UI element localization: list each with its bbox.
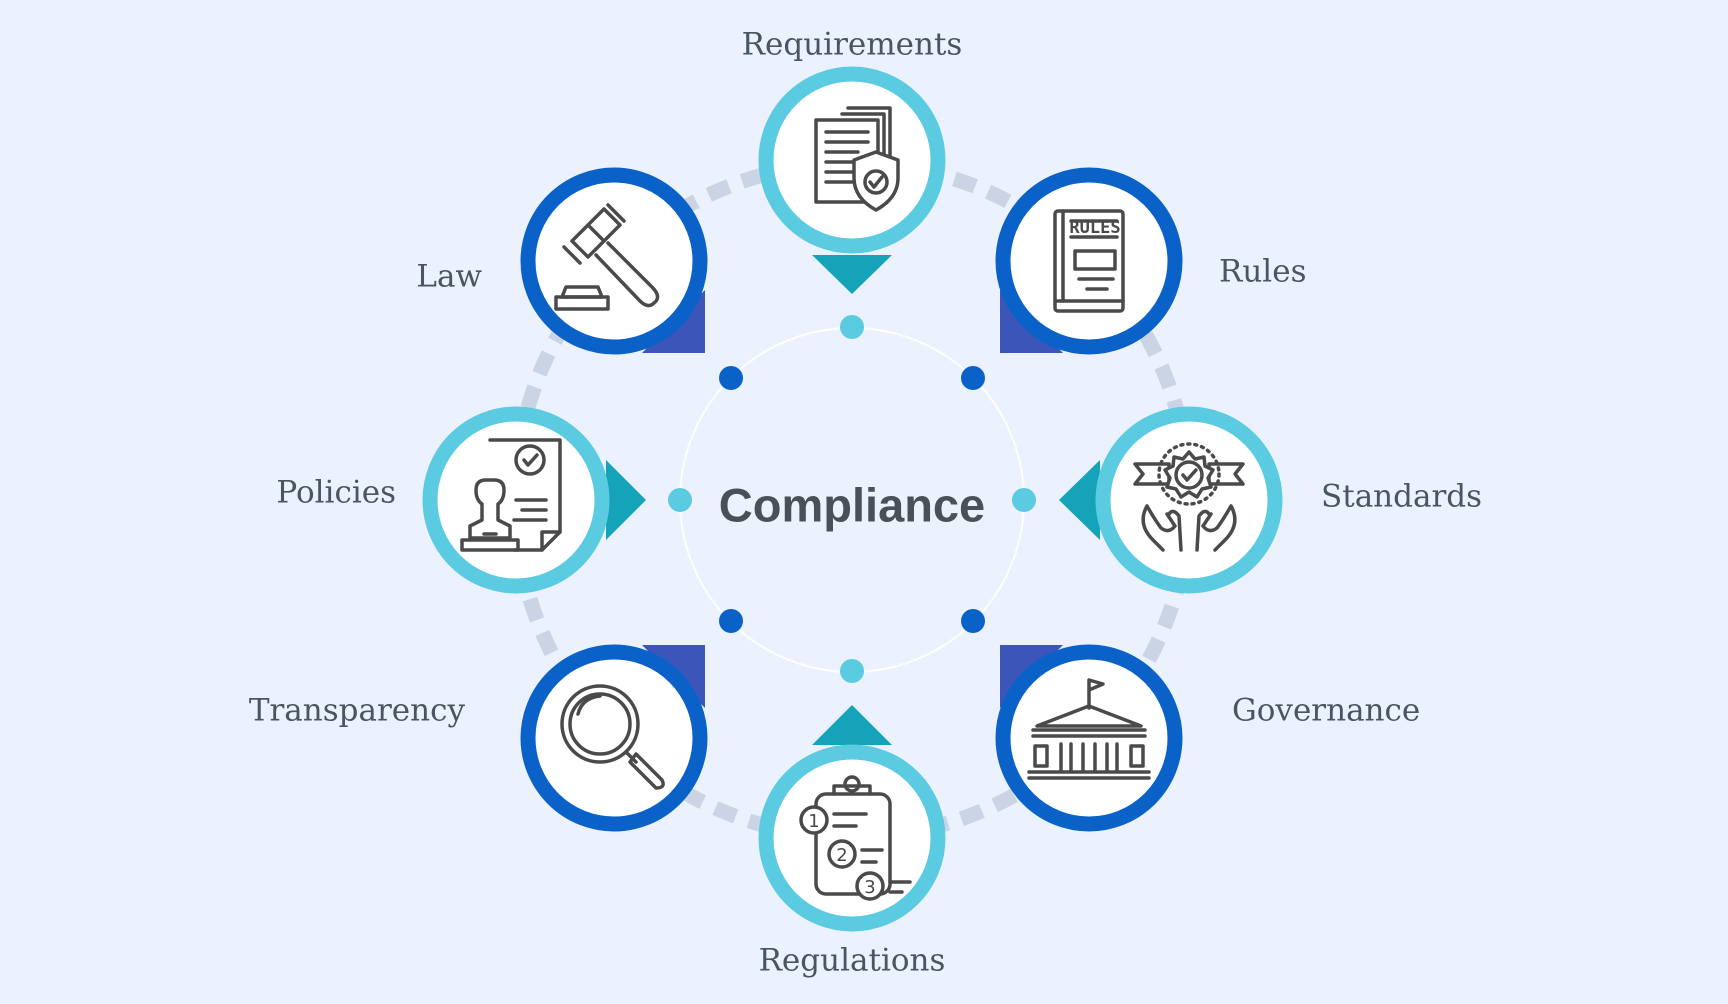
node-ring — [520, 644, 708, 832]
ring-dot — [1012, 488, 1036, 512]
node-layer: RULES 123 — [422, 66, 1283, 932]
node-pointer — [812, 255, 892, 294]
node-label-requirements: Requirements — [741, 26, 963, 63]
node-regulations: 123 — [758, 705, 946, 932]
node-standards — [1059, 406, 1283, 594]
government-building-icon — [1027, 678, 1151, 780]
node-label-rules: Rules — [1219, 253, 1307, 290]
node-label-governance: Governance — [1232, 692, 1421, 729]
node-governance — [995, 644, 1183, 832]
node-transparency — [520, 644, 708, 832]
svg-text:RULES: RULES — [1069, 218, 1120, 238]
ring-dot — [668, 488, 692, 512]
node-ring — [995, 644, 1183, 832]
node-ring — [758, 66, 946, 254]
node-requirements — [758, 66, 946, 294]
node-label-policies: Policies — [276, 474, 396, 511]
node-label-standards: Standards — [1321, 478, 1483, 515]
ring-dot — [840, 659, 864, 683]
gavel-icon — [554, 203, 660, 311]
node-label-regulations: Regulations — [758, 942, 946, 979]
node-label-law: Law — [416, 258, 482, 295]
stamp-document-icon — [460, 438, 562, 552]
node-pointer — [812, 705, 892, 745]
node-rules: RULES — [995, 167, 1183, 355]
ring-dot — [719, 366, 743, 390]
node-label-transparency: Transparency — [248, 692, 465, 729]
badge-hands-icon — [1133, 442, 1245, 552]
node-pointer — [606, 460, 646, 540]
ring-dot — [961, 366, 985, 390]
svg-text:1: 1 — [808, 811, 819, 832]
inner-ring-dots — [668, 315, 1036, 683]
rules-book-icon: RULES — [1053, 209, 1125, 313]
node-policies — [422, 406, 646, 594]
node-ring — [520, 167, 708, 355]
documents-shield-icon — [814, 106, 900, 212]
magnifying-glass-icon — [560, 684, 665, 790]
numbered-clipboard-icon: 123 — [799, 775, 912, 901]
node-law — [520, 167, 708, 355]
node-pointer — [1059, 460, 1100, 540]
svg-text:3: 3 — [864, 877, 875, 898]
svg-text:2: 2 — [836, 845, 847, 866]
ring-dot — [961, 609, 985, 633]
node-ring — [1095, 406, 1283, 594]
center-title: Compliance — [718, 478, 986, 532]
ring-dot — [840, 315, 864, 339]
ring-dot — [719, 609, 743, 633]
node-ring — [995, 167, 1183, 355]
